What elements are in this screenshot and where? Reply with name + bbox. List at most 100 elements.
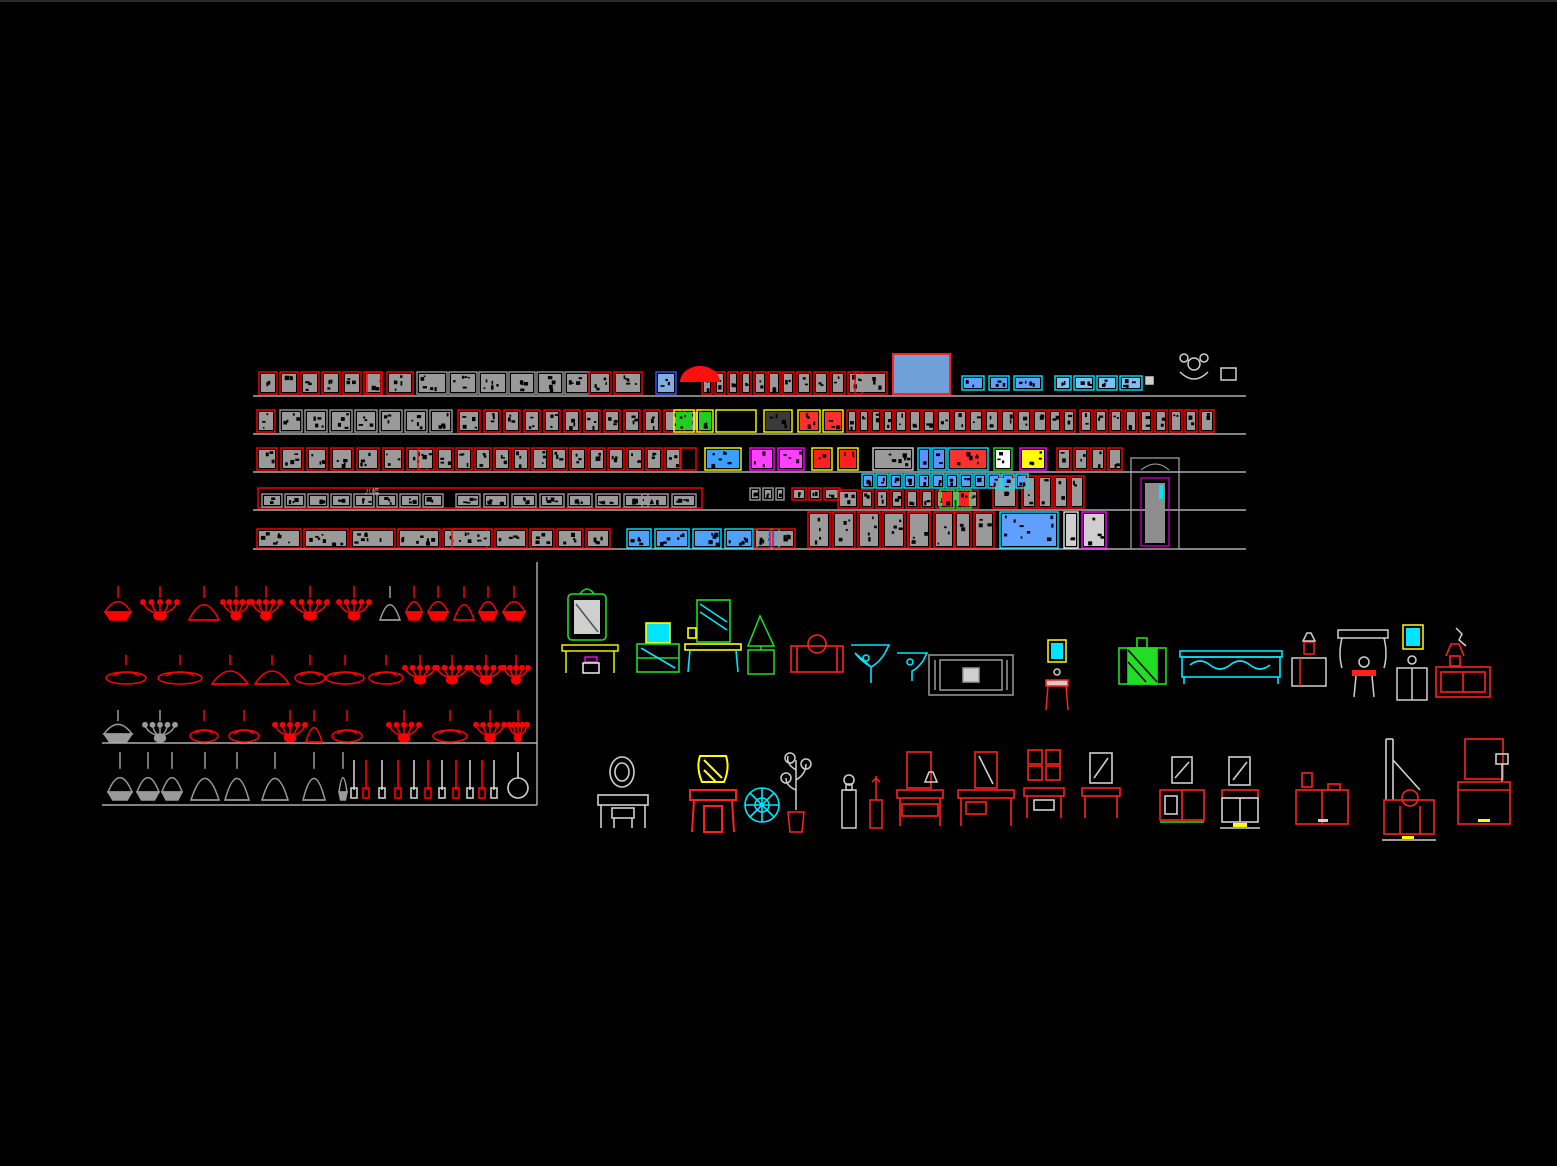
picture-frame[interactable] (550, 447, 568, 471)
picture-frame[interactable] (350, 528, 396, 549)
picture-frame[interactable] (256, 409, 276, 433)
picture-frame[interactable] (870, 409, 882, 433)
chandelier-icon[interactable] (452, 586, 476, 621)
picture-frame[interactable] (451, 528, 493, 549)
chandelier-icon[interactable] (160, 752, 184, 801)
picture-frame[interactable] (329, 409, 353, 433)
picture-frame[interactable] (704, 447, 742, 471)
cartoon-wall-decal[interactable] (1145, 353, 1237, 385)
picture-frame[interactable] (474, 447, 492, 471)
picture-frame[interactable] (563, 409, 581, 433)
picture-frame[interactable] (1079, 409, 1093, 433)
gray-sideboard[interactable] (928, 654, 1014, 696)
picture-frame[interactable] (1019, 447, 1047, 471)
picture-frame[interactable] (1056, 447, 1072, 471)
picture-frame[interactable] (890, 489, 904, 509)
chandelier-icon[interactable] (103, 586, 133, 621)
picture-frame[interactable] (303, 528, 349, 549)
picture-frame[interactable] (354, 409, 378, 433)
picture-frame[interactable] (1013, 375, 1043, 391)
picture-frame[interactable] (1169, 409, 1183, 433)
chandelier-icon[interactable] (253, 655, 291, 685)
picture-frame[interactable] (417, 447, 435, 471)
picture-frame[interactable] (993, 447, 1013, 471)
picture-frame[interactable] (813, 371, 829, 395)
picture-frame[interactable] (777, 447, 805, 471)
picture-frame[interactable] (307, 493, 329, 508)
red-large-mirror-cabinet[interactable] (1457, 738, 1511, 825)
picture-frame[interactable] (973, 473, 987, 489)
mirror-console-green[interactable] (567, 588, 607, 641)
picture-frame[interactable] (832, 511, 856, 549)
picture-frame[interactable] (872, 447, 914, 471)
chandelier-icon[interactable] (142, 710, 178, 743)
red-mirror-stool-set[interactable] (1081, 752, 1121, 818)
picture-frame[interactable] (889, 473, 903, 489)
chandelier-icon[interactable] (105, 655, 147, 685)
picture-frame[interactable] (947, 447, 989, 471)
chandelier-icon[interactable] (402, 655, 438, 685)
picture-frame[interactable] (931, 447, 947, 471)
picture-frame[interactable] (366, 371, 382, 395)
picture-frame[interactable] (954, 511, 972, 549)
picture-frame[interactable] (811, 447, 833, 471)
chandelier-icon[interactable] (220, 586, 252, 621)
chandelier-icon[interactable] (477, 586, 499, 621)
picture-frame[interactable] (397, 528, 441, 549)
chandelier-icon[interactable] (135, 752, 161, 801)
chandelier-icon[interactable] (501, 655, 531, 685)
picture-frame[interactable] (775, 487, 785, 501)
white-side-table-lamp[interactable] (1291, 632, 1327, 687)
picture-frame[interactable] (753, 371, 767, 395)
picture-frame[interactable] (861, 473, 875, 489)
picture-frame[interactable] (356, 447, 380, 471)
picture-frame[interactable] (763, 409, 793, 433)
picture-frame[interactable] (907, 511, 931, 549)
picture-frame[interactable] (1119, 375, 1143, 391)
tall-mirror-dressing-table[interactable] (1382, 738, 1436, 841)
chandelier-icon[interactable] (434, 655, 470, 685)
picture-frame[interactable] (822, 409, 844, 433)
red-fan-ornament[interactable] (680, 366, 720, 382)
mirror-and-cabinet-set[interactable] (1396, 624, 1467, 701)
picture-frame[interactable] (767, 371, 781, 395)
picture-frame[interactable] (854, 371, 888, 395)
chandelier-icon[interactable] (338, 752, 348, 801)
picture-frame[interactable] (1184, 409, 1198, 433)
picture-frame[interactable] (860, 489, 874, 509)
picture-frame[interactable] (493, 447, 511, 471)
picture-frame[interactable] (1016, 409, 1032, 433)
picture-frame[interactable] (673, 409, 695, 433)
picture-frame[interactable] (494, 528, 528, 549)
picture-frame[interactable] (539, 493, 565, 508)
pyramid-lamp-green[interactable] (746, 614, 776, 675)
picture-frame[interactable] (455, 447, 473, 471)
picture-frame[interactable] (567, 493, 593, 508)
picture-frame[interactable] (643, 409, 661, 433)
picture-frame[interactable] (448, 371, 478, 395)
chandelier-icon[interactable] (290, 586, 330, 621)
chandelier-icon[interactable] (305, 710, 323, 743)
picture-frame[interactable] (626, 528, 652, 549)
picture-frame[interactable] (1000, 409, 1016, 433)
picture-frame[interactable] (939, 489, 955, 509)
picture-frame[interactable] (1062, 409, 1076, 433)
picture-frame[interactable] (503, 409, 521, 433)
picture-frame[interactable] (664, 447, 682, 471)
red-desk-with-chair[interactable] (1159, 756, 1205, 823)
picture-frame[interactable] (797, 409, 821, 433)
chandelier-icon[interactable] (140, 586, 180, 621)
picture-frame[interactable] (959, 473, 973, 489)
chandelier-icon[interactable] (249, 586, 283, 621)
picture-frame[interactable] (564, 371, 590, 395)
picture-frame[interactable] (679, 447, 697, 471)
tall-display-frame[interactable] (1130, 457, 1180, 550)
picture-frame[interactable] (956, 489, 972, 509)
chandelier-block[interactable] (102, 562, 538, 806)
picture-frame[interactable] (917, 447, 931, 471)
chandelier-icon[interactable] (368, 655, 404, 685)
picture-frame[interactable] (1001, 473, 1015, 489)
chandelier-icon[interactable] (378, 586, 402, 621)
picture-frame[interactable] (749, 447, 775, 471)
